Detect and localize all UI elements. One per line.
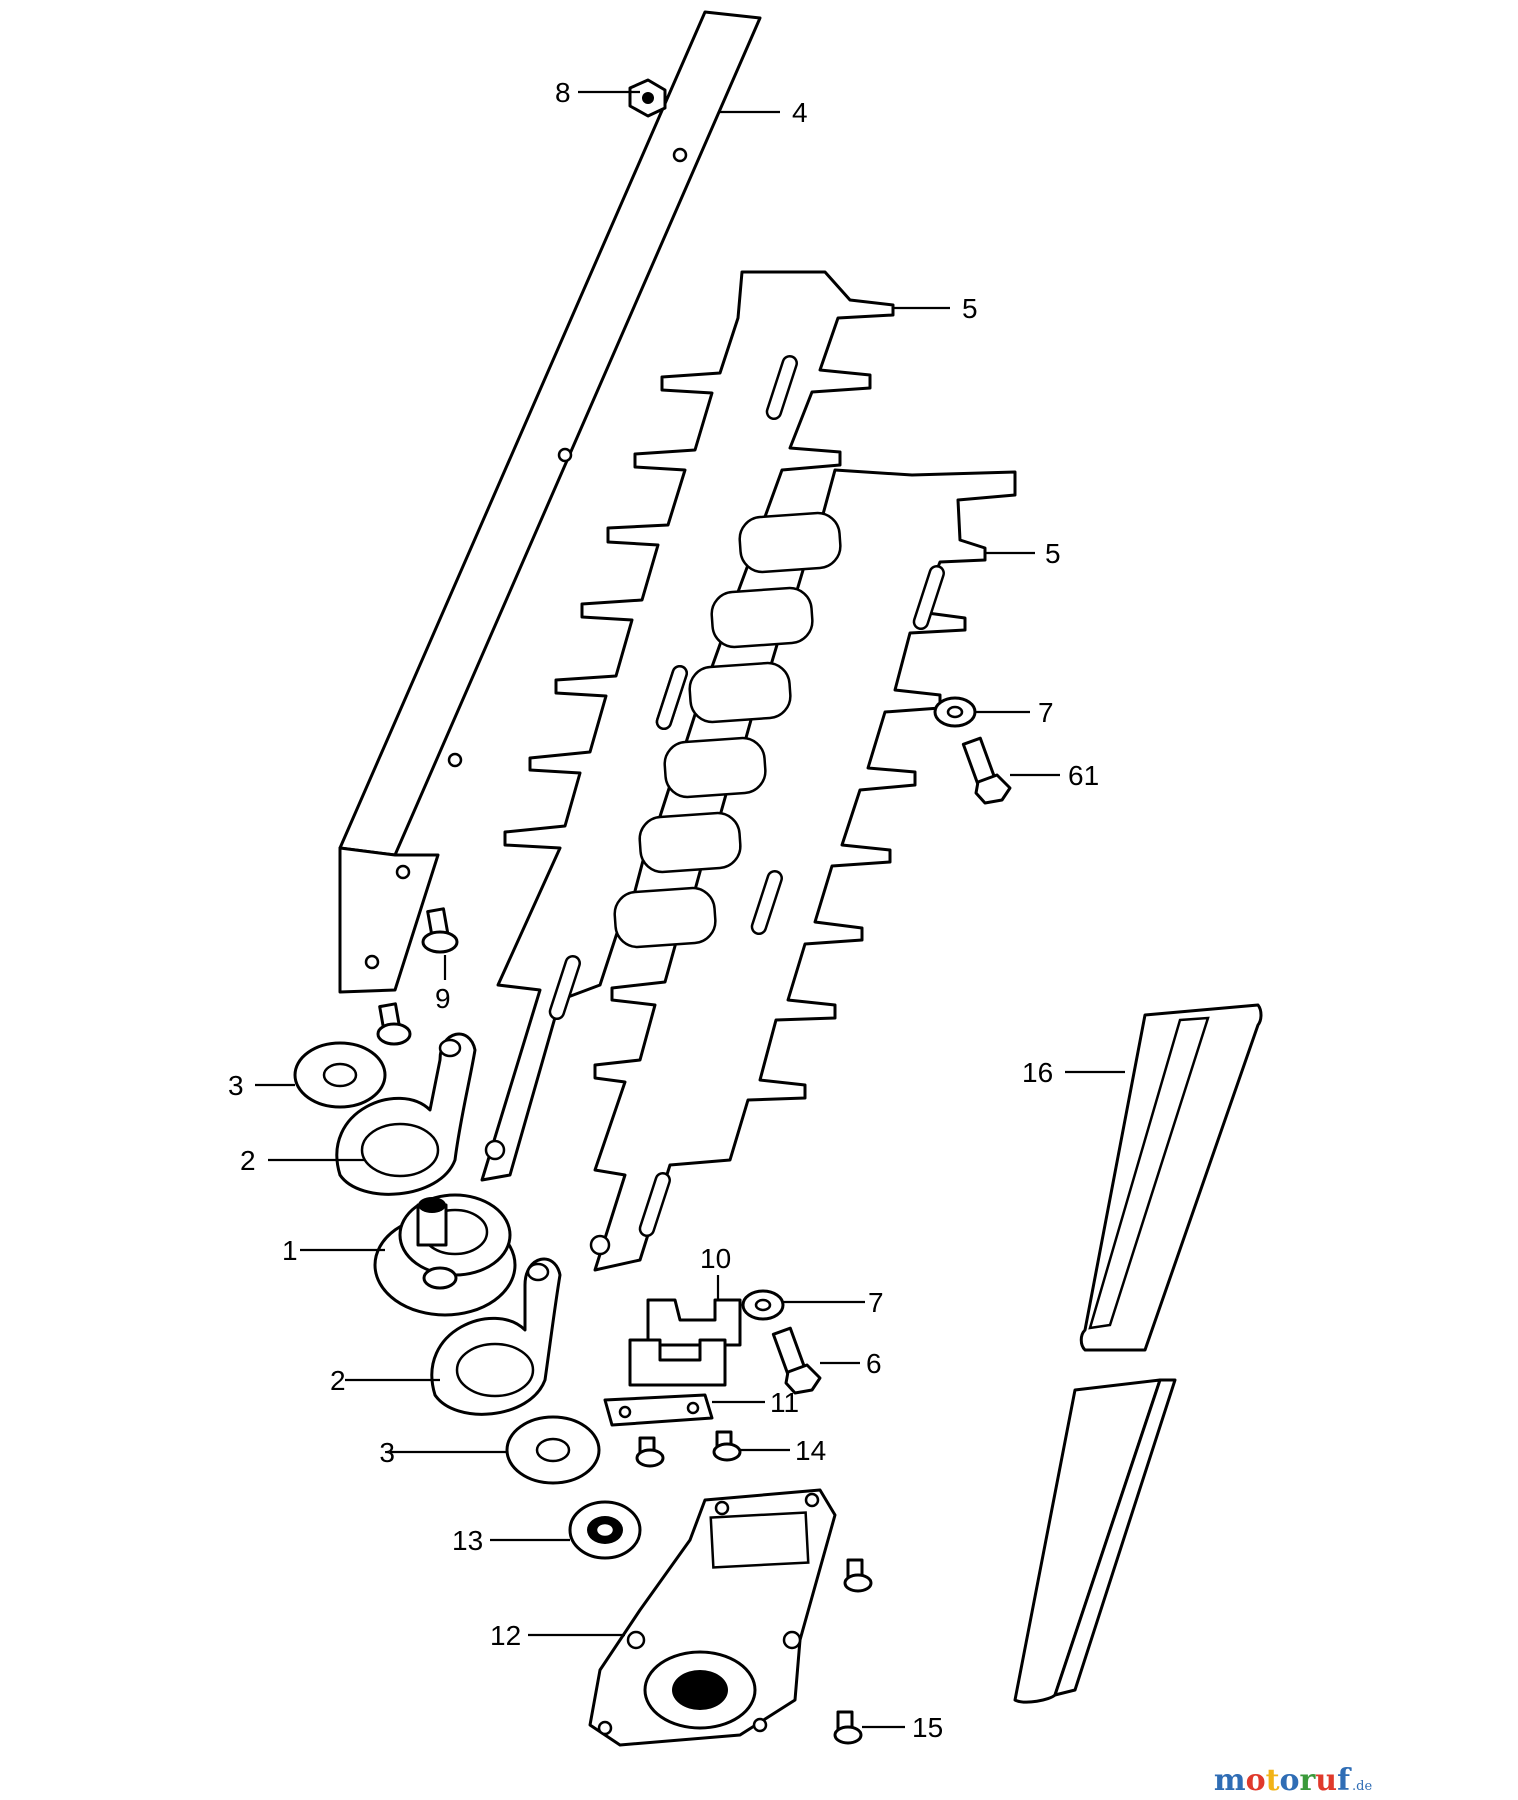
callout-5-rear: 5 xyxy=(962,293,978,324)
callout-2-lower: 2 xyxy=(330,1365,346,1396)
part-61-bolt xyxy=(961,736,1012,805)
wm-letter: t xyxy=(1266,1763,1280,1798)
watermark-logo: motoruf .de xyxy=(1214,1763,1373,1798)
part-9-screw xyxy=(421,907,459,954)
callout-9: 9 xyxy=(435,983,451,1014)
part-6-bolt xyxy=(771,1326,822,1395)
part-3-lower-washer xyxy=(505,1415,601,1485)
callout-5-front: 5 xyxy=(1045,538,1061,569)
wm-letter: r xyxy=(1299,1763,1316,1798)
callout-2-upper: 2 xyxy=(240,1145,256,1176)
part-8-nut xyxy=(628,78,667,118)
callout-labels: 8 4 5 5 7 61 9 3 2 1 10 7 6 2 11 3 14 16… xyxy=(228,77,1099,1743)
part-16-blade-cover xyxy=(1013,1003,1263,1704)
part-11-plate xyxy=(603,1393,714,1427)
part-15-screws xyxy=(833,1558,873,1745)
wm-letter: f xyxy=(1337,1763,1352,1798)
svg-text:motoruf: motoruf xyxy=(1214,1763,1352,1798)
wm-letter: u xyxy=(1315,1763,1337,1798)
part-7-lower-washer xyxy=(741,1289,785,1321)
callout-6: 6 xyxy=(866,1348,882,1379)
callout-4: 4 xyxy=(792,97,808,128)
part-2-lower-connecting-rod xyxy=(430,1257,562,1416)
part-2-upper-connecting-rod xyxy=(335,1032,477,1196)
stud-screw xyxy=(376,1002,412,1046)
callout-3-upper: 3 xyxy=(228,1070,244,1101)
wm-suffix: .de xyxy=(1352,1779,1372,1794)
callout-10: 10 xyxy=(700,1243,731,1274)
callout-16: 16 xyxy=(1022,1057,1053,1088)
part-3-upper-washer xyxy=(293,1041,387,1109)
part-4-guide-bar xyxy=(338,10,762,994)
callout-7-lower: 7 xyxy=(868,1287,884,1318)
wm-letter: m xyxy=(1214,1763,1246,1798)
callout-3-lower: 3 xyxy=(379,1437,395,1468)
part-5-front-blade xyxy=(589,468,1017,1272)
wm-letter: o xyxy=(1279,1763,1299,1798)
part-14-screws xyxy=(635,1430,742,1468)
part-1-eccentric-disk xyxy=(373,1193,517,1317)
callout-12: 12 xyxy=(490,1620,521,1651)
callout-61: 61 xyxy=(1068,760,1099,791)
callout-8: 8 xyxy=(555,77,571,108)
callout-1: 1 xyxy=(282,1235,298,1266)
callout-15: 15 xyxy=(912,1712,943,1743)
part-7-upper-washer xyxy=(933,696,977,728)
callout-7-upper: 7 xyxy=(1038,697,1054,728)
callout-13: 13 xyxy=(452,1525,483,1556)
wm-letter: o xyxy=(1246,1763,1266,1798)
part-13-bearing xyxy=(568,1500,642,1560)
part-10-guide-blocks xyxy=(628,1298,742,1387)
part-12-gear-housing-cover xyxy=(588,1488,837,1747)
leader-lines xyxy=(255,90,1125,1729)
callout-11: 11 xyxy=(770,1387,799,1418)
callout-14: 14 xyxy=(795,1435,826,1466)
